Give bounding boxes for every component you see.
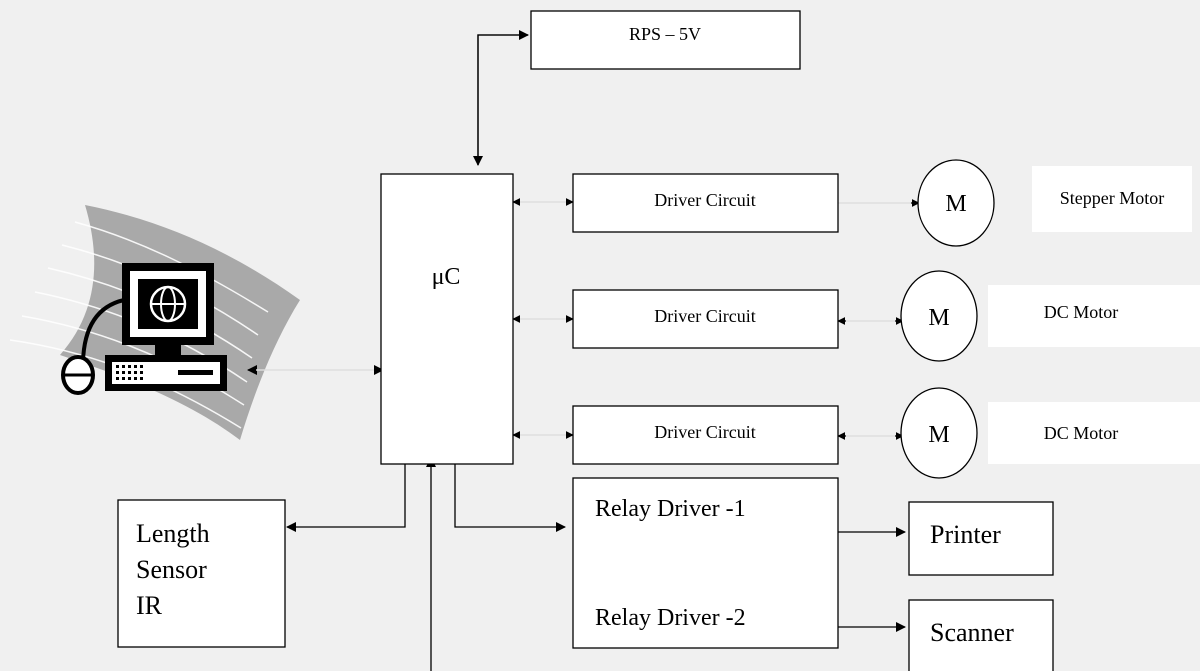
power-supply-label: RPS – 5V <box>629 24 701 44</box>
driver-circuit-3-label: Driver Circuit <box>654 422 755 442</box>
scanner-block: Scanner <box>908 599 1054 671</box>
scanner-label: Scanner <box>930 618 1014 647</box>
stepper-motor-label: Stepper Motor <box>1060 188 1164 208</box>
motor-symbol: M <box>928 305 949 331</box>
motor-label-box <box>988 285 1200 347</box>
power-supply-block: RPS – 5V <box>530 10 801 70</box>
length-sensor-block: Length Sensor IR <box>117 499 286 648</box>
driver-circuit-1: Driver Circuit <box>572 173 839 233</box>
printer-label: Printer <box>930 520 1001 549</box>
motor-label-box <box>1032 166 1192 232</box>
motor-symbol: M <box>928 422 949 448</box>
stepper-motor: M <box>917 159 995 247</box>
length-sensor-line-2: Sensor <box>136 555 207 584</box>
computer-icon <box>9 205 300 440</box>
microcontroller-label: μC <box>432 264 461 290</box>
dc-motor-1: M <box>900 270 978 362</box>
relay-driver-1-label: Relay Driver -1 <box>595 496 746 522</box>
connectors <box>247 30 920 671</box>
motor-symbol: M <box>945 191 966 217</box>
driver-circuit-1-label: Driver Circuit <box>654 190 755 210</box>
length-sensor-line-1: Length <box>136 519 210 548</box>
length-sensor-line-3: IR <box>136 591 163 620</box>
dc-motor-2: M <box>900 387 978 479</box>
relay-driver-block: Relay Driver -1 Relay Driver -2 <box>572 477 839 649</box>
driver-circuit-3: Driver Circuit <box>572 405 839 465</box>
relay-driver-2-label: Relay Driver -2 <box>595 605 746 631</box>
driver-circuit-2: Driver Circuit <box>572 289 839 349</box>
printer-block: Printer <box>908 501 1054 576</box>
driver-circuit-2-label: Driver Circuit <box>654 306 755 326</box>
dc-motor-2-label: DC Motor <box>1044 423 1119 443</box>
dc-motor-1-label: DC Motor <box>1044 302 1119 322</box>
motor-label-box <box>988 402 1200 464</box>
microcontroller-block: μC <box>380 173 514 465</box>
